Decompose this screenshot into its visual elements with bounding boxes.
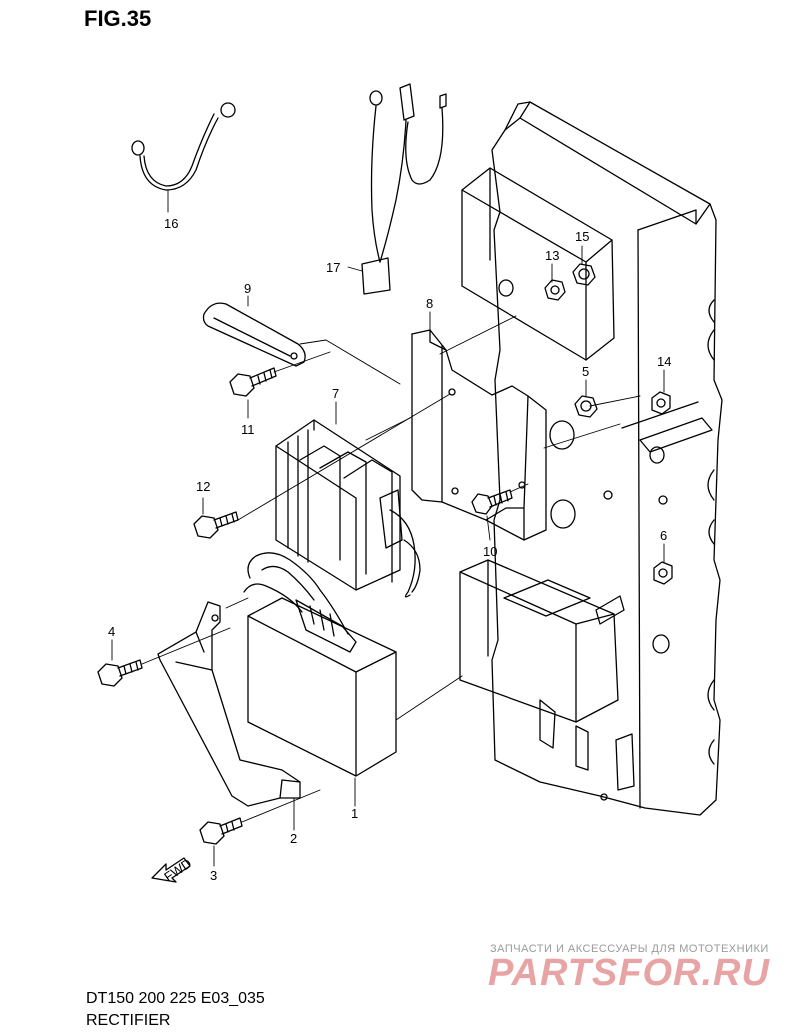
nut-5	[574, 395, 598, 418]
ground-lead-16	[131, 102, 236, 191]
bolt-3	[199, 817, 243, 845]
nut-15	[572, 263, 596, 286]
fwd-arrow-label: FWD	[161, 855, 194, 884]
ground-strap-9	[202, 302, 306, 367]
rectifier-7	[275, 419, 421, 598]
callout-4: 4	[108, 624, 115, 639]
cdi-unit-1	[247, 597, 397, 777]
bolt-12	[193, 511, 239, 539]
part-name: RECTIFIER	[86, 1012, 171, 1029]
model-code: DT150 200 225 E03_035	[86, 990, 265, 1007]
callout-10: 10	[483, 544, 497, 559]
callout-8: 8	[426, 296, 433, 311]
figure-title: FIG.35	[84, 6, 152, 31]
callout-5: 5	[582, 364, 589, 379]
callout-7: 7	[332, 386, 339, 401]
nut-6	[653, 561, 673, 585]
callout-3: 3	[210, 868, 217, 883]
callout-17: 17	[326, 260, 340, 275]
callout-13: 13	[545, 248, 559, 263]
lead-wire-17	[361, 83, 447, 295]
callout-6: 6	[660, 528, 667, 543]
callout-14: 14	[657, 354, 671, 369]
callout-15: 15	[575, 229, 589, 244]
callout-1: 1	[351, 806, 358, 821]
nut-13	[544, 279, 566, 301]
callout-16: 16	[164, 216, 178, 231]
watermark-logo: PARTSFOR.RU	[488, 952, 770, 994]
harness-bundle	[243, 552, 357, 653]
bolt-10	[471, 489, 513, 515]
callout-9: 9	[244, 281, 251, 296]
callout-12: 12	[196, 479, 210, 494]
fwd-arrow-icon	[151, 857, 191, 883]
bolt-4	[97, 659, 143, 687]
callout-11: 11	[241, 422, 255, 437]
nut-14	[651, 391, 671, 415]
watermark-tagline: ЗАПЧАСТИ И АКСЕССУАРЫ ДЛЯ МОТОТЕХНИКИ	[490, 943, 769, 955]
mounting-plate	[459, 101, 723, 816]
bolt-11	[229, 367, 277, 397]
bracket-8	[411, 329, 547, 541]
callout-2: 2	[290, 831, 297, 846]
bracket-2	[157, 601, 301, 807]
